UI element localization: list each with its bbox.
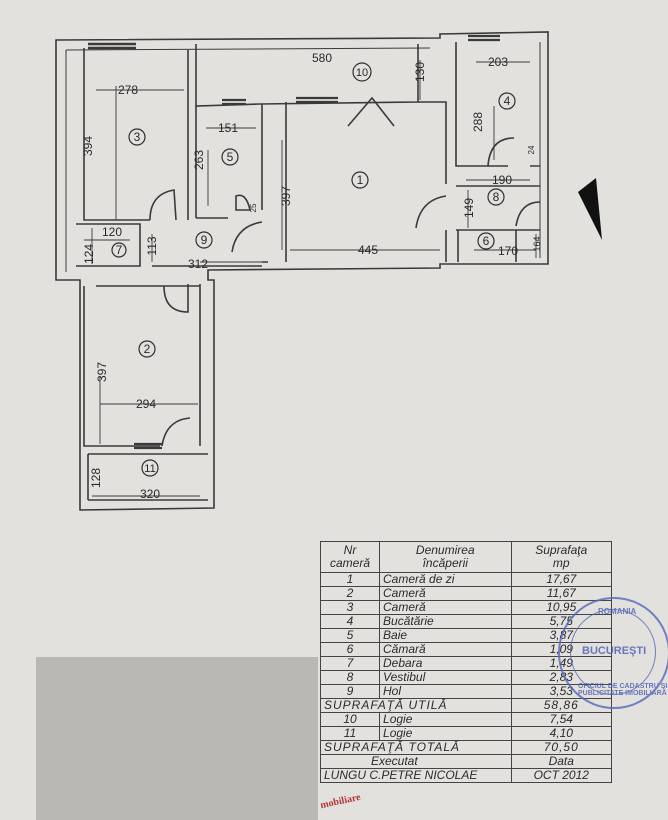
row-nr: 4: [319, 614, 381, 629]
dim-151: 151: [218, 121, 238, 135]
cadastre-stamp: ROMANIA BUCUREŞTI OFICIUL DE CADASTRU ŞI…: [558, 597, 668, 709]
row-area: 4,10: [510, 726, 613, 741]
dim-190: 190: [492, 173, 512, 187]
dim-397-living: 397: [279, 186, 293, 206]
row-area: 11,67: [510, 586, 613, 601]
row-name: Bucătărie: [379, 614, 512, 629]
room-label-4: 4: [504, 94, 511, 108]
row-name: Cameră: [379, 586, 512, 601]
row-nr: 9: [319, 684, 381, 699]
dim-294: 294: [136, 397, 156, 411]
room-label-8: 8: [493, 190, 500, 204]
dim-113: 113: [145, 236, 159, 255]
stamp-city: BUCUREŞTI: [582, 645, 647, 657]
row-name: Debara: [379, 656, 512, 671]
dim-397-bedroom: 397: [95, 362, 109, 382]
row-nr: 10: [319, 712, 381, 727]
room-label-2: 2: [144, 342, 151, 356]
dim-120: 120: [102, 225, 122, 239]
dim-124: 124: [82, 244, 96, 264]
author-date: OCT 2012: [510, 768, 613, 783]
total-area-value: 70,50: [510, 740, 613, 755]
stamp-agency: OFICIUL DE CADASTRU ŞI PUBLICITATE IMOBI…: [578, 683, 668, 697]
dim-128: 128: [89, 468, 103, 488]
dim-288: 288: [471, 112, 485, 132]
row-nr: 8: [319, 670, 381, 685]
row-area: 17,67: [510, 572, 613, 587]
room-label-3: 3: [134, 130, 141, 144]
dim-263: 263: [192, 150, 206, 170]
dim-278: 278: [118, 83, 138, 97]
row-name: Cămară: [379, 642, 512, 657]
floor-plan: 3 2 1 4 5 6 7 8 9 10 11 580 130 203 278 …: [55, 31, 549, 511]
row-name: Logie: [379, 726, 512, 741]
executed-label: Executat: [320, 754, 512, 769]
room-label-11: 11: [144, 463, 155, 475]
row-area: 7,54: [510, 712, 613, 727]
dim-320: 320: [140, 487, 160, 501]
dim-394: 394: [81, 136, 95, 156]
room-label-9: 9: [201, 233, 208, 247]
stamp-country: ROMANIA: [598, 607, 637, 616]
total-area-label: SUPRAFAŢĂ TOTALĂ: [320, 740, 512, 755]
author-name: LUNGU C.PETRE NICOLAE: [320, 768, 512, 783]
room-label-1: 1: [357, 173, 364, 187]
dim-312: 312: [188, 257, 208, 271]
row-nr: 5: [319, 628, 381, 643]
row-nr: 6: [319, 642, 381, 657]
date-label: Data: [510, 754, 613, 769]
dim-203: 203: [488, 55, 508, 69]
row-name: Hol: [379, 684, 512, 699]
row-nr: 1: [319, 572, 381, 587]
row-name: Cameră de zi: [379, 572, 512, 587]
room-label-7: 7: [116, 243, 123, 257]
room-label-10: 10: [356, 67, 368, 79]
redacted-area: [36, 657, 318, 820]
row-nr: 7: [319, 656, 381, 671]
row-nr: 3: [319, 600, 381, 615]
dim-24: 24: [527, 145, 536, 154]
row-name: Logie: [379, 712, 512, 727]
room-label-5: 5: [227, 150, 234, 164]
util-area-label: SUPRAFAŢĂ UTILĂ: [320, 698, 512, 713]
dim-170: 170: [498, 244, 518, 258]
dim-130: 130: [413, 62, 427, 82]
dim-164: 164: [532, 236, 542, 251]
dim-580: 580: [312, 51, 332, 65]
row-nr: 11: [319, 726, 381, 741]
dim-445: 445: [358, 243, 378, 257]
row-name: Vestibul: [379, 670, 512, 685]
row-nr: 2: [319, 586, 381, 601]
row-name: Baie: [379, 628, 512, 643]
north-arrow-icon: [578, 178, 602, 240]
dim-25: 25: [249, 203, 258, 212]
dim-149: 149: [462, 198, 476, 218]
row-name: Cameră: [379, 600, 512, 615]
room-label-6: 6: [483, 234, 490, 248]
